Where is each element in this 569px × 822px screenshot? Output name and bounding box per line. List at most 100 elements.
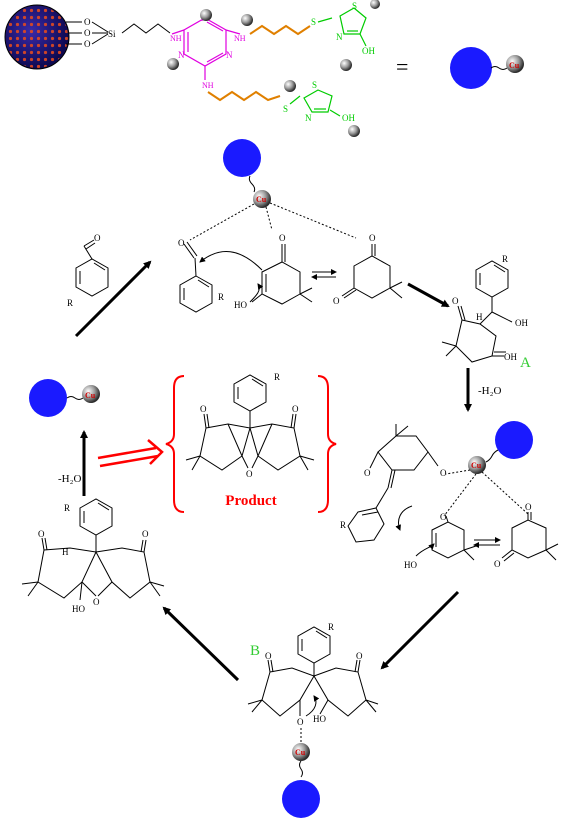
siloxane-bonds — [66, 21, 109, 45]
copper-ball-icon — [284, 80, 296, 92]
butyl-linker-top — [249, 24, 311, 36]
copper-ball-icon — [506, 55, 524, 73]
catalyst-symbol: Cu — [450, 47, 524, 89]
carbonyl-oxygen: O — [178, 238, 185, 248]
triazine-nh-bottom: NH — [202, 81, 214, 90]
coordination-bond — [481, 471, 529, 515]
copper-ball-icon — [370, 0, 380, 9]
product-ketone-oxygen-right: O — [292, 404, 299, 414]
copper-ball-icon — [200, 9, 212, 21]
enol-hydroxyl: HO — [234, 300, 247, 310]
coordination-bond — [265, 206, 273, 231]
catalyst-top: Cu — [223, 139, 271, 208]
butyl-linker-bottom — [207, 90, 281, 102]
product-ring-oxygen: O — [246, 469, 253, 479]
label-a: A — [520, 355, 531, 371]
ring-oxygen: O — [93, 597, 100, 607]
thiazole-ring-top — [317, 7, 367, 47]
coordination-bond — [445, 469, 471, 475]
product-brackets — [165, 375, 337, 513]
dehydration-left-label: -H₂O — [58, 473, 81, 485]
product-title: Product — [225, 493, 276, 509]
ketone-oxygen: O — [452, 296, 459, 306]
adduct-oxygen-right: O — [440, 468, 447, 478]
keto-oxygen-bottom: O — [333, 296, 340, 306]
atom-o3: O — [84, 39, 91, 49]
thiazole-top-s-ring: S — [352, 1, 357, 11]
enol-hydroxyl-right: HO — [404, 560, 417, 570]
dimedone-enol-right — [431, 515, 477, 561]
triazine-n3: N — [178, 50, 185, 60]
copper-label: Cu — [85, 391, 96, 400]
copper-ball-icon — [253, 190, 271, 208]
dehydration-right-label: -H₂O — [478, 385, 501, 397]
copper-label: Cu — [295, 748, 306, 757]
thiazole-top-n: N — [336, 32, 343, 42]
intermediate-b-structure — [247, 626, 379, 717]
cyclized-intermediate — [21, 498, 165, 601]
triazine-n2: N — [226, 50, 233, 60]
substituent-r: R — [274, 372, 280, 382]
curved-arrow — [305, 695, 320, 717]
b-alkoxide-oxygen: O — [297, 717, 304, 727]
atom-o1: O — [84, 17, 91, 27]
catalyst-structure: O O O Si N N N NH NH NH S — [4, 0, 524, 137]
substituent-r: R — [218, 292, 224, 302]
b-ketone-oxygen-left: O — [265, 651, 272, 661]
enol-ketone-oxygen: O — [279, 233, 286, 243]
coordination-bond — [269, 202, 357, 239]
benzaldehyde-free — [75, 239, 109, 297]
catalyst-bottom: Cu — [282, 743, 320, 818]
atom-o2: O — [84, 28, 91, 38]
ketone-oxygen-right: O — [142, 529, 149, 539]
enol-oh: OH — [504, 352, 517, 362]
benzaldehyde-coordinated — [179, 241, 213, 313]
enol-oxygen-right: O — [440, 512, 447, 522]
curved-arrow — [395, 505, 413, 531]
substituent-r: R — [64, 503, 70, 513]
methine-hydrogen: H — [62, 547, 69, 557]
adduct-oxygen-left: O — [364, 468, 371, 478]
b-ketone-oxygen-right: O — [356, 651, 363, 661]
coordination-bond — [189, 203, 255, 241]
product-release-arrow — [97, 439, 164, 468]
copper-ball-icon — [340, 59, 352, 71]
triazine-nh-right: NH — [234, 34, 246, 43]
coordination-bond — [443, 473, 477, 517]
xanthenedione-product — [185, 374, 315, 471]
b-hydroxyl: HO — [313, 714, 326, 724]
intermediate-a-structure — [441, 260, 513, 363]
curved-arrow — [249, 283, 264, 303]
copper-label: Cu — [256, 195, 267, 204]
blue-sphere-icon — [223, 139, 261, 177]
blue-sphere-icon — [282, 780, 320, 818]
thiazole-top-oh: OH — [362, 46, 375, 56]
copper-ball-icon — [167, 58, 179, 70]
thiazole-bottom-s-ring: S — [312, 80, 317, 90]
mesoporous-nanoparticle-icon — [4, 4, 70, 70]
knoevenagel-adduct — [347, 424, 439, 543]
catalyst-right: Cu — [468, 421, 533, 474]
thiazole-top-s-exo: S — [311, 17, 316, 27]
equals-sign: = — [396, 54, 408, 79]
methine-hydrogen: H — [476, 312, 483, 322]
aldehyde-oxygen: O — [94, 233, 101, 243]
substituent-r: R — [502, 254, 508, 264]
substituent-r: R — [328, 622, 334, 632]
hemiketal-hydroxyl: HO — [72, 604, 85, 614]
copper-ball-icon — [82, 385, 100, 403]
keto-oxygen-right-top: O — [525, 502, 532, 512]
catalyst-regenerated: Cu — [29, 379, 100, 417]
curved-arrow — [199, 251, 263, 271]
triazine-ring — [171, 17, 241, 80]
thiazole-bottom-s-exo: S — [283, 104, 288, 114]
keto-oxygen-top: O — [369, 233, 376, 243]
copper-label: Cu — [471, 461, 482, 470]
blue-sphere-icon — [450, 47, 492, 89]
blue-sphere-icon — [495, 421, 533, 459]
atom-si: Si — [108, 29, 116, 39]
label-b: B — [250, 643, 260, 659]
copper-label: Cu — [509, 61, 520, 70]
thiazole-bottom-oh: OH — [342, 113, 355, 123]
alkoxide-oh: OH — [515, 318, 528, 328]
